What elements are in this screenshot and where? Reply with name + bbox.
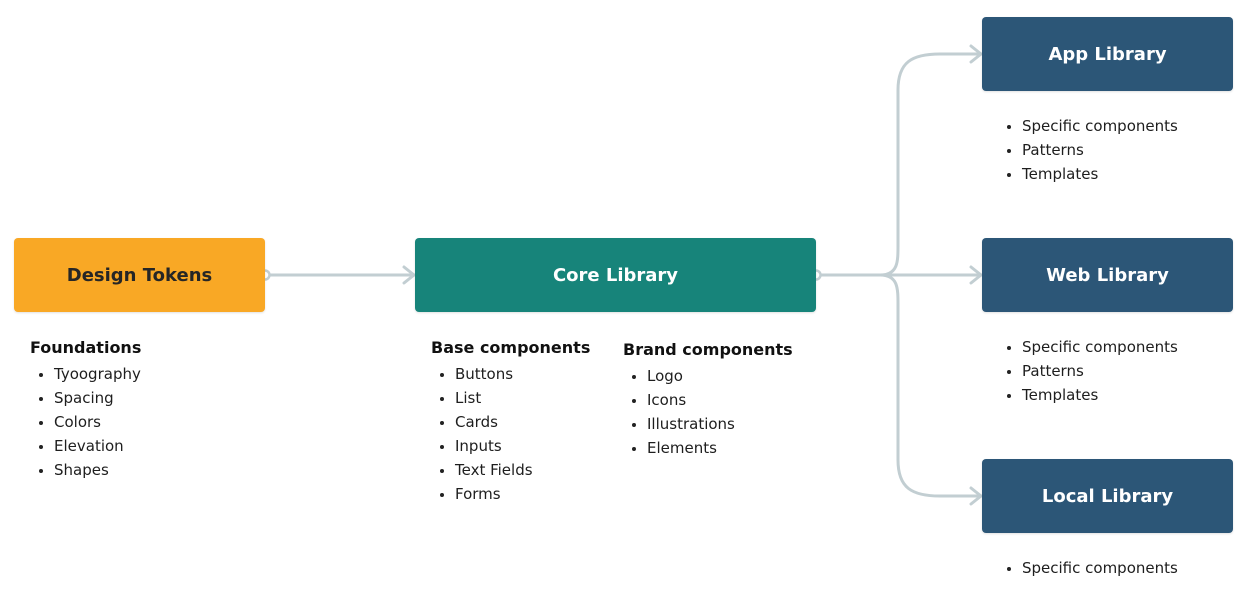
list-item: Specific components (998, 556, 1178, 580)
app-library-label: App Library (1048, 43, 1167, 65)
list-item: Buttons (431, 362, 590, 386)
arrowhead-web (969, 265, 983, 285)
base-components-group: Base components Buttons List Cards Input… (431, 338, 590, 506)
design-tokens-label: Design Tokens (66, 264, 213, 286)
list-item: Patterns (998, 359, 1178, 383)
arrowhead-local (969, 486, 983, 506)
app-library-list: Specific components Patterns Templates (998, 114, 1178, 186)
list-item: Logo (623, 364, 793, 388)
local-library-items: Specific components (998, 556, 1178, 580)
foundations-list: Tyoography Spacing Colors Elevation Shap… (30, 362, 141, 482)
app-library-items: Specific components Patterns Templates (998, 114, 1178, 186)
arrowhead-core (402, 265, 416, 285)
list-item: Inputs (431, 434, 590, 458)
local-library-label: Local Library (1041, 485, 1174, 507)
list-item: Elevation (30, 434, 141, 458)
list-item: Templates (998, 162, 1178, 186)
web-library-list: Specific components Patterns Templates (998, 335, 1178, 407)
local-library-list: Specific components (998, 556, 1178, 580)
connector-core-to-app (878, 52, 983, 277)
list-item: Text Fields (431, 458, 590, 482)
web-library-label: Web Library (1046, 264, 1169, 286)
foundations-title: Foundations (30, 338, 142, 357)
app-library-node[interactable]: App Library (982, 17, 1233, 91)
base-components-list: Buttons List Cards Inputs Text Fields Fo… (431, 362, 590, 506)
arrowhead-app (969, 44, 983, 64)
list-item: Colors (30, 410, 141, 434)
local-library-node[interactable]: Local Library (982, 459, 1233, 533)
web-library-node[interactable]: Web Library (982, 238, 1233, 312)
core-library-label: Core Library (552, 264, 679, 286)
web-library-items: Specific components Patterns Templates (998, 335, 1178, 407)
list-item: Cards (431, 410, 590, 434)
list-item: Shapes (30, 458, 141, 482)
list-item: Illustrations (623, 412, 793, 436)
brand-components-group: Brand components Logo Icons Illustration… (623, 340, 793, 460)
list-item: Forms (431, 482, 590, 506)
list-item: List (431, 386, 590, 410)
list-item: Specific components (998, 114, 1178, 138)
list-item: Icons (623, 388, 793, 412)
list-item: Templates (998, 383, 1178, 407)
connector-core-to-local (878, 273, 983, 498)
list-item: Elements (623, 436, 793, 460)
list-item: Specific components (998, 335, 1178, 359)
foundations-group: Foundations Tyoography Spacing Colors El… (30, 338, 141, 482)
core-library-node[interactable]: Core Library (415, 238, 816, 312)
base-components-title: Base components (431, 338, 591, 357)
list-item: Tyoography (30, 362, 141, 386)
list-item: Patterns (998, 138, 1178, 162)
brand-components-list: Logo Icons Illustrations Elements (623, 364, 793, 460)
design-tokens-node[interactable]: Design Tokens (14, 238, 265, 312)
brand-components-title: Brand components (623, 340, 793, 359)
list-item: Spacing (30, 386, 141, 410)
